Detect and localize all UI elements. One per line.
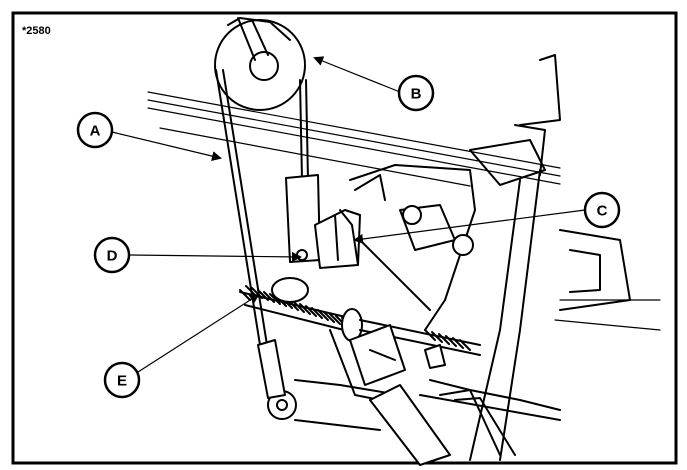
callout-c-circle [583, 191, 621, 229]
panel-lines [147, 54, 661, 461]
handle [369, 344, 516, 466]
cable [215, 69, 309, 396]
figure-id-label: *2580 [22, 25, 51, 37]
callout-e: E [103, 361, 141, 399]
callout-c: C [583, 191, 621, 229]
callout-e-circle [103, 361, 141, 399]
spring [239, 277, 363, 342]
callout-d-circle [93, 236, 131, 274]
leader-lines [111, 56, 586, 373]
upper-pulley [214, 17, 306, 111]
lower-pulley [257, 339, 401, 431]
callout-a-label: A [90, 123, 101, 140]
leader-c [353, 209, 586, 244]
leader-a [111, 131, 222, 161]
callout-e-label: E [117, 373, 127, 390]
bracket-plate [349, 164, 476, 331]
callout-b-label: B [411, 86, 422, 103]
leader-e [137, 293, 260, 373]
leader-d [129, 251, 302, 262]
callout-c-label: C [597, 203, 608, 220]
callout-d: D [93, 236, 131, 274]
callout-b-circle [397, 74, 435, 112]
callout-b: B [397, 74, 435, 112]
cable-clamp [285, 174, 321, 263]
figure-border [11, 11, 678, 465]
cable-end-bracket [314, 209, 361, 269]
callout-a-circle [76, 111, 114, 149]
callout-a: A [76, 111, 114, 149]
lower-linkage [329, 319, 561, 421]
callout-d-label: D [107, 248, 118, 265]
leader-b [313, 56, 401, 93]
